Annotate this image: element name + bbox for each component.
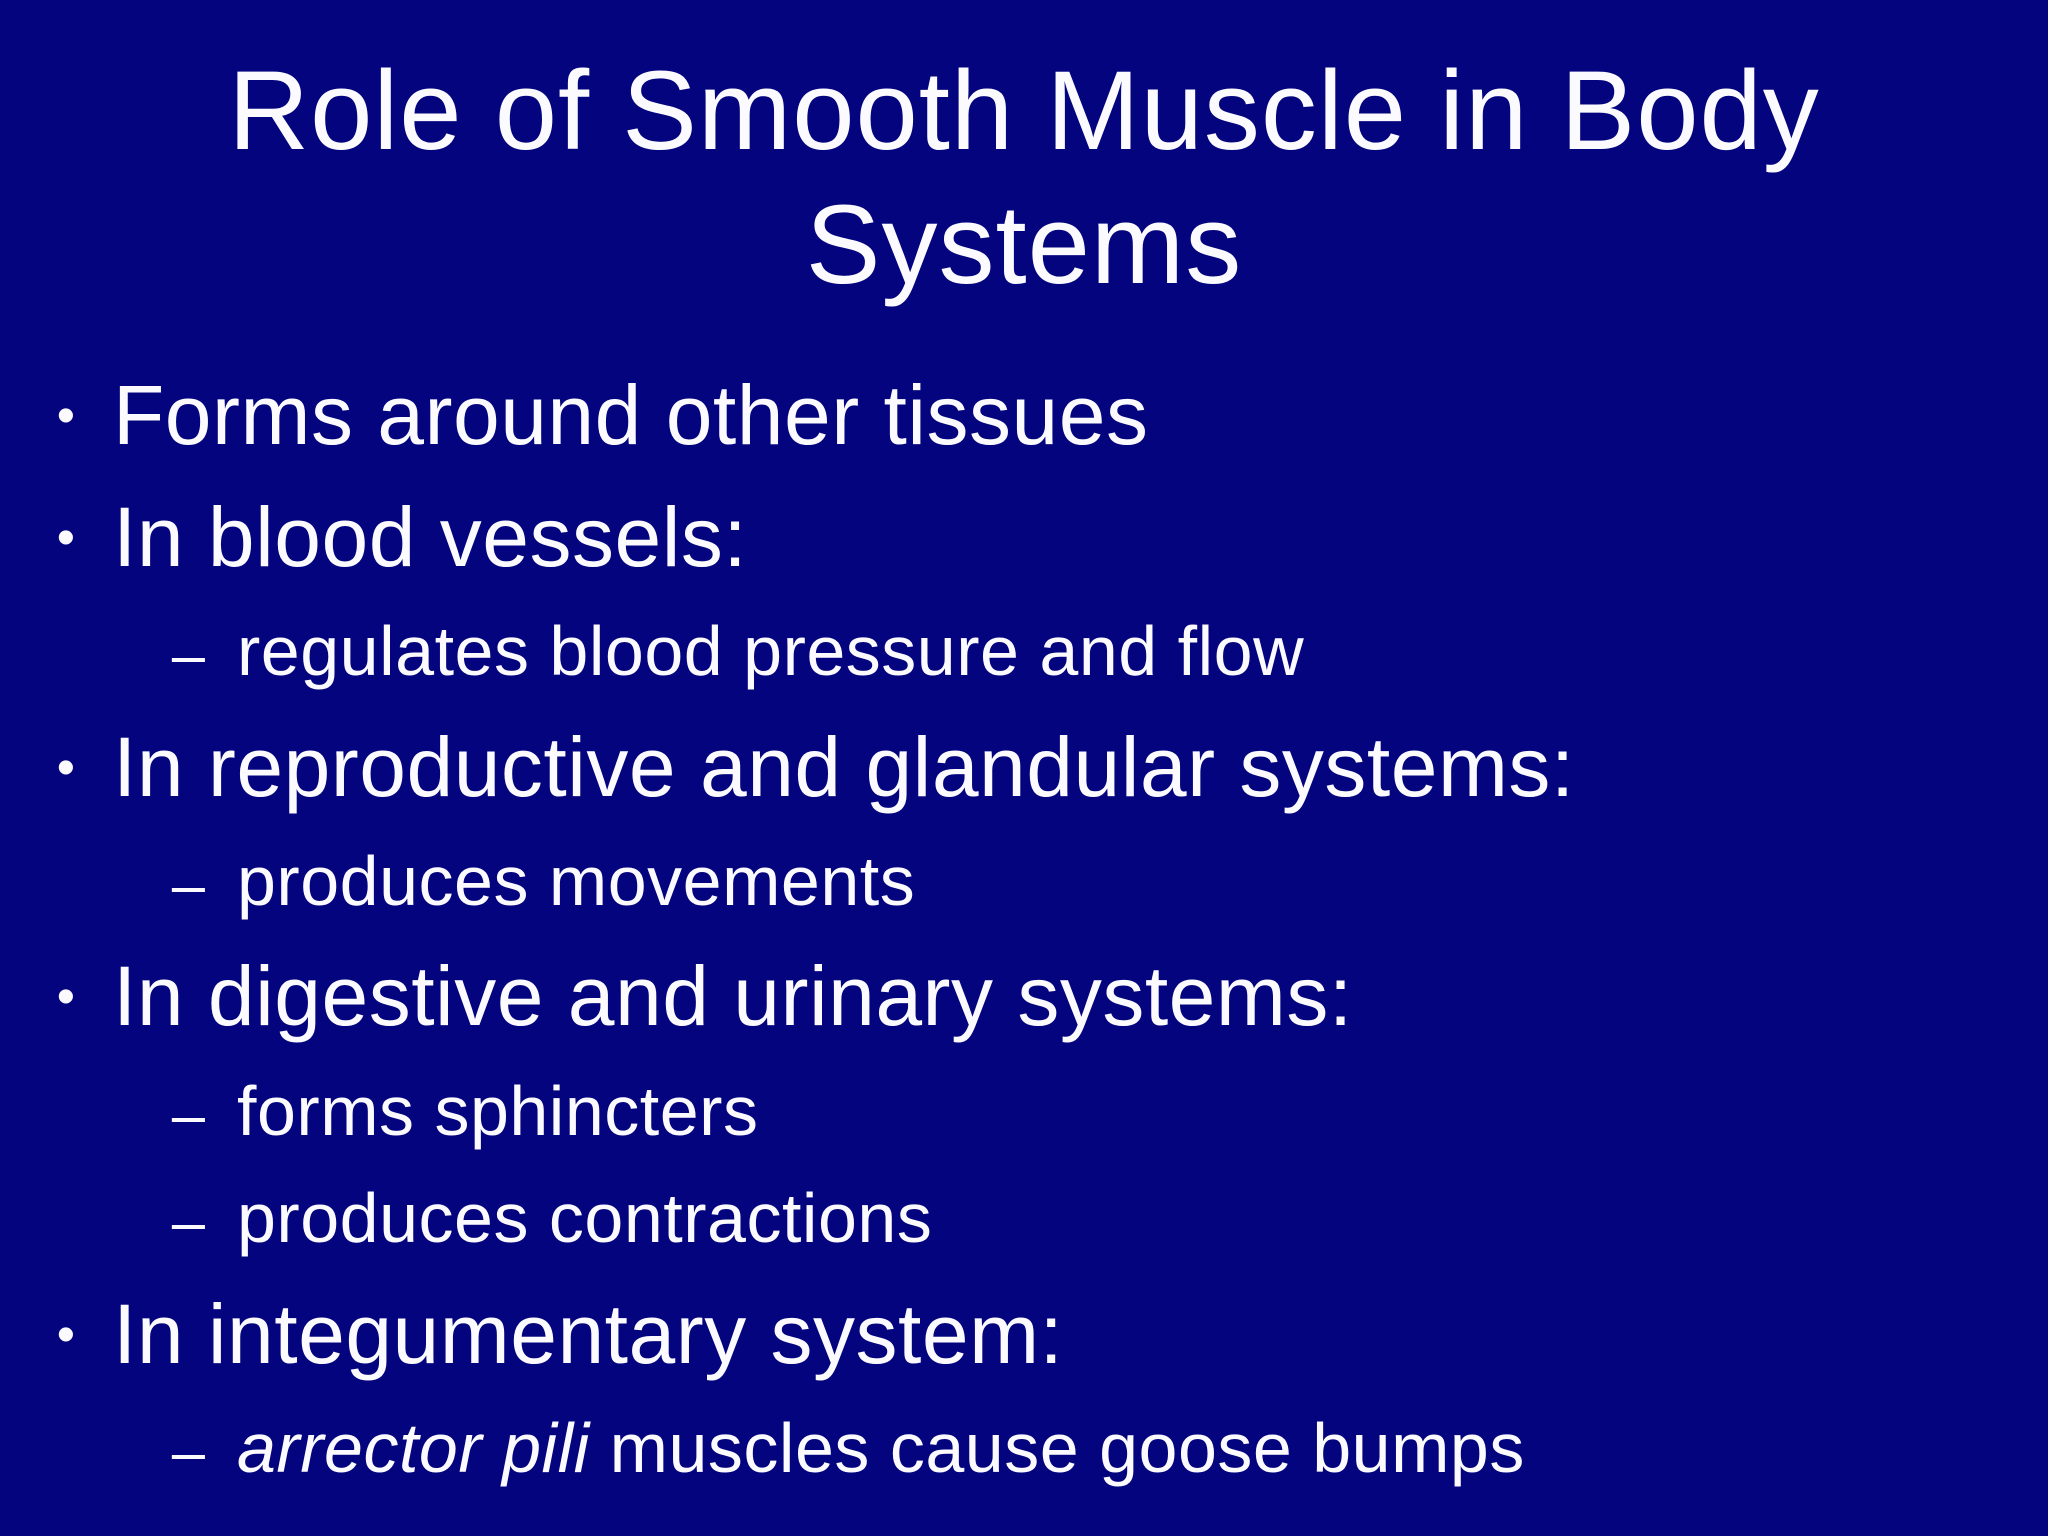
dash-icon: – xyxy=(171,621,205,689)
dash-icon: – xyxy=(171,1417,205,1485)
bullet-icon: • xyxy=(56,386,75,445)
list-subitem-italic-text: arrector pili xyxy=(237,1408,590,1487)
list-subitem: – produces contractions xyxy=(0,1182,2048,1256)
list-subitem-text: arrector pili muscles cause goose bumps xyxy=(205,1408,1525,1487)
list-item-text: In digestive and urinary systems: xyxy=(113,949,1353,1044)
list-item-text: In blood vessels: xyxy=(113,489,748,584)
list-item-text: In reproductive and glandular systems: xyxy=(113,719,1575,814)
list-subitem-text: produces contractions xyxy=(237,1179,933,1258)
slide-title-line-2: Systems xyxy=(805,182,1243,308)
bullet-icon: • xyxy=(56,738,75,797)
dash-icon: – xyxy=(171,850,205,918)
list-item: • Forms around other tissues xyxy=(0,371,2048,459)
bullet-icon: • xyxy=(56,508,75,567)
list-subitem: – arrector pili muscles cause goose bump… xyxy=(0,1408,2048,1487)
bullet-icon: • xyxy=(56,967,75,1026)
list-subitem-text: forms sphincters xyxy=(237,1071,759,1150)
list-subitem-text: produces movements xyxy=(237,841,916,920)
list-subitem: – forms sphincters xyxy=(0,1071,2048,1150)
list-item: • In integumentary system: xyxy=(0,1286,2048,1381)
dash-icon: – xyxy=(171,1080,205,1148)
list-subitem-rest-text: muscles cause goose bumps xyxy=(609,1408,1525,1487)
list-subitem-text: regulates blood pressure and flow xyxy=(237,612,1305,691)
list-item: • In blood vessels: xyxy=(0,493,2048,581)
bullet-icon: • xyxy=(56,1305,75,1364)
list-item-text: Forms around other tissues xyxy=(113,367,1149,462)
slide-title-line-1: Role of Smooth Muscle in Body xyxy=(228,48,1820,173)
slide-title: Role of Smooth Muscle in Body Systems xyxy=(0,0,2048,313)
list-subitem: – regulates blood pressure and flow xyxy=(0,615,2048,689)
list-item: • In digestive and urinary systems: xyxy=(0,952,2048,1040)
list-item: • In reproductive and glandular systems: xyxy=(0,719,2048,814)
bullet-list: • Forms around other tissues • In blood … xyxy=(0,371,2048,1485)
list-item-text: In integumentary system: xyxy=(113,1286,1064,1381)
list-subitem: – produces movements xyxy=(0,841,2048,920)
dash-icon: – xyxy=(171,1188,205,1256)
